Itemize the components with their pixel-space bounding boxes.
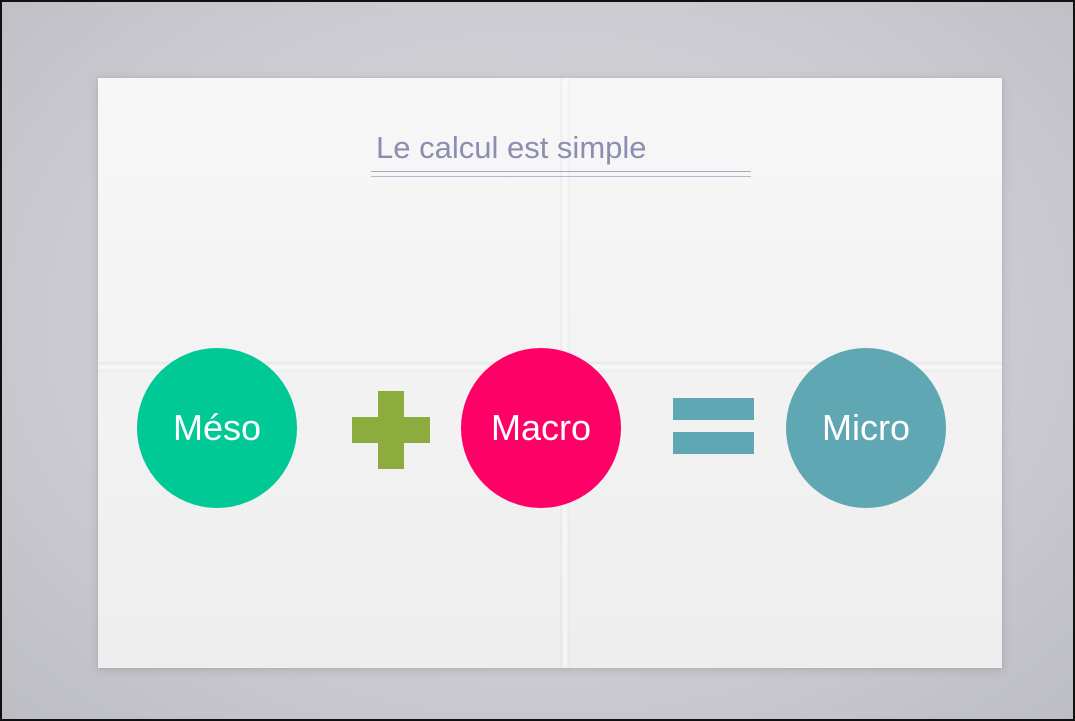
macro-circle: Macro [461,348,621,508]
micro-label: Micro [822,407,910,448]
meso-circle: Méso [137,348,297,508]
title-underline-secondary [371,176,751,177]
equals-icon-bottom-bar [673,432,754,454]
title-underline [371,171,751,172]
slide-title: Le calcul est simple [376,130,647,165]
meso-label: Méso [172,407,262,448]
plus-icon-horizontal-bar [352,417,430,443]
micro-circle: Micro [786,348,946,508]
equals-icon-top-bar [673,398,754,420]
macro-label: Macro [490,407,592,448]
